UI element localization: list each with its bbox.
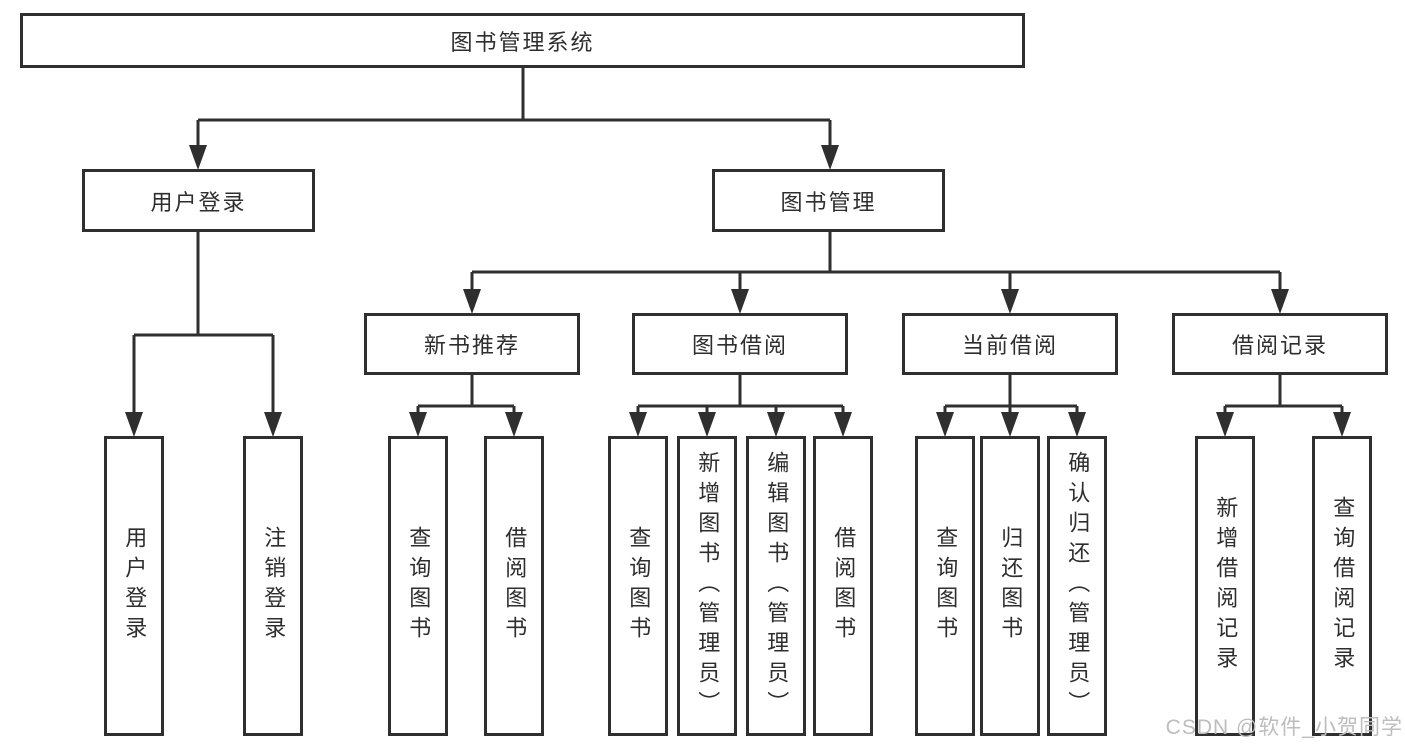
node-label: 图书管理系统 (450, 29, 595, 55)
leaf-borrow-query-books: 查询图书 (608, 436, 668, 736)
leaf-borrow-borrow-books: 借阅图书 (813, 436, 873, 736)
leaf-records-add-borrow-record: 新增借阅记录 (1195, 436, 1255, 736)
node-new-book-recommend: 新书推荐 (364, 313, 580, 375)
node-label: 注销登录 (261, 526, 287, 646)
node-label: 归还图书 (998, 526, 1024, 646)
arrowhead (125, 412, 143, 437)
node-label: 查询借阅记录 (1330, 496, 1356, 676)
leaf-logout-login: 注销登录 (243, 436, 303, 736)
node-current-borrowing: 当前借阅 (902, 313, 1118, 375)
node-label: 用户登录 (150, 189, 247, 215)
node-library-management-system: 图书管理系统 (20, 13, 1025, 68)
csdn-watermark: CSDN @软件_小贺同学 (1165, 716, 1403, 739)
node-label: 新增借阅记录 (1213, 496, 1239, 676)
arrowhead (1271, 289, 1289, 314)
arrowhead (698, 412, 716, 437)
node-label: 图书借阅 (691, 333, 788, 358)
leaf-records-query-borrow-record: 查询借阅记录 (1312, 436, 1372, 736)
arrowhead (264, 412, 282, 437)
node-book-borrowing: 图书借阅 (632, 313, 848, 375)
node-label: 编辑图书（管理员） (764, 451, 790, 721)
leaf-current-return-books: 归还图书 (980, 436, 1040, 736)
arrowhead (189, 145, 207, 170)
arrowhead (834, 412, 852, 437)
leaf-current-confirm-return-admin: 确认归还（管理员） (1047, 436, 1107, 736)
arrowhead (1001, 412, 1019, 437)
arrowhead (821, 145, 839, 170)
node-label: 借阅记录 (1231, 333, 1328, 358)
node-label: 确认归还（管理员） (1065, 451, 1091, 721)
arrowhead (505, 412, 523, 437)
arrowhead (1216, 412, 1234, 437)
node-label: 借阅图书 (831, 526, 857, 646)
arrowhead (1001, 289, 1019, 314)
node-label: 查询图书 (626, 526, 652, 646)
node-borrowing-records: 借阅记录 (1172, 313, 1388, 375)
arrowhead (936, 412, 954, 437)
node-label: 查询图书 (933, 526, 959, 646)
arrowhead (409, 412, 427, 437)
leaf-recommend-query-books: 查询图书 (388, 436, 448, 736)
leaf-user-login: 用户登录 (104, 436, 164, 736)
node-book-management: 图书管理 (712, 169, 945, 232)
node-label: 当前借阅 (961, 333, 1058, 358)
arrowhead (629, 412, 647, 437)
arrowhead (1333, 412, 1351, 437)
arrowhead (767, 412, 785, 437)
node-label: 用户登录 (122, 526, 148, 646)
node-label: 新增图书（管理员） (695, 451, 721, 721)
node-label: 新书推荐 (423, 333, 520, 358)
leaf-borrow-add-books-admin: 新增图书（管理员） (677, 436, 737, 736)
arrowhead (463, 289, 481, 314)
node-label: 查询图书 (406, 526, 432, 646)
leaf-borrow-edit-books-admin: 编辑图书（管理员） (746, 436, 806, 736)
node-label: 借阅图书 (502, 526, 528, 646)
arrowhead (1068, 412, 1086, 437)
arrowhead (731, 289, 749, 314)
node-label: 图书管理 (780, 189, 877, 215)
node-user-login: 用户登录 (82, 169, 315, 232)
leaf-current-query-books: 查询图书 (915, 436, 975, 736)
leaf-recommend-borrow-books: 借阅图书 (484, 436, 544, 736)
